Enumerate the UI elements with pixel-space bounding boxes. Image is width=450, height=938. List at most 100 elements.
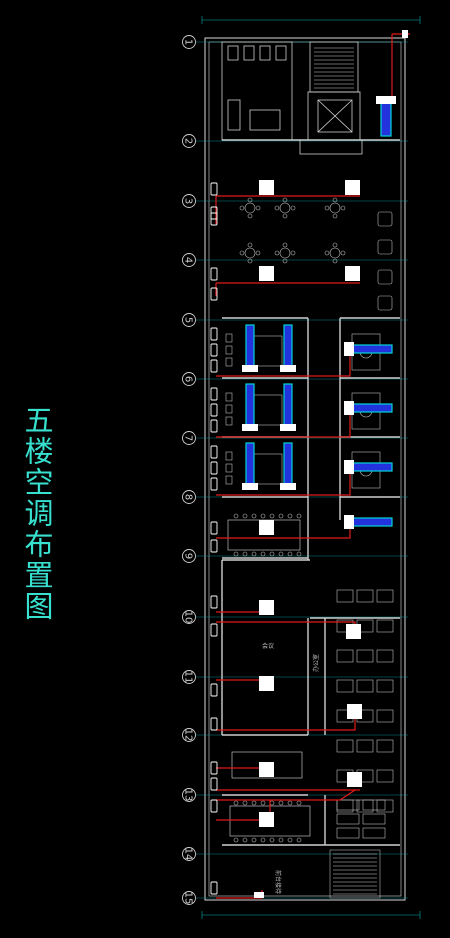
- chair: [282, 242, 288, 248]
- chair: [278, 800, 284, 806]
- workstation: [376, 649, 394, 663]
- axis-label-3: 3: [183, 198, 194, 204]
- chair: [282, 213, 288, 219]
- wall-unit: [210, 521, 218, 535]
- duct-outlet: [280, 365, 296, 372]
- wall-unit: [210, 881, 218, 895]
- duct-unit: [245, 383, 255, 431]
- duct-unit: [283, 383, 293, 431]
- wall-unit: [210, 287, 218, 301]
- chair: [269, 551, 275, 557]
- pipe-segment: [216, 470, 351, 496]
- chair: [287, 551, 293, 557]
- wall-unit: [210, 327, 218, 341]
- round-table: [329, 247, 341, 259]
- indoor-unit: [259, 266, 274, 281]
- chair: [324, 205, 330, 211]
- workstation: [376, 619, 394, 633]
- workstation: [376, 709, 394, 723]
- chair: [332, 197, 338, 203]
- desk-cluster: [251, 453, 283, 485]
- chair: [296, 551, 302, 557]
- chair: [233, 837, 239, 843]
- round-table: [244, 247, 256, 259]
- chair: [242, 513, 248, 519]
- axis-bubble-6: [182, 372, 196, 386]
- indoor-units: [254, 30, 408, 898]
- wall-unit: [210, 595, 218, 609]
- wall-unit: [210, 717, 218, 731]
- cabinet: [225, 357, 233, 367]
- chair: [282, 258, 288, 264]
- axis-label-5: 5: [183, 317, 194, 323]
- wall-unit: [210, 623, 218, 637]
- sofa: [377, 269, 393, 285]
- duct-unit: [351, 344, 393, 354]
- drawing-title: 五楼空调布置图: [20, 405, 54, 622]
- round-table: [279, 247, 291, 259]
- duct-outlet: [280, 424, 296, 431]
- workstation: [362, 813, 386, 825]
- duct-outlet: [344, 460, 354, 474]
- axis-label-13: 13: [183, 789, 194, 802]
- workstation: [336, 739, 354, 753]
- cabinet: [225, 404, 233, 414]
- chair: [260, 837, 266, 843]
- chair: [296, 513, 302, 519]
- workstation: [356, 739, 374, 753]
- workstation: [376, 739, 394, 753]
- duct-units: [242, 96, 396, 529]
- wall-unit: [210, 761, 218, 775]
- chair: [278, 551, 284, 557]
- pipe-segment: [216, 621, 356, 632]
- label-meeting: 会议: [262, 642, 274, 650]
- axis-label-7: 7: [183, 435, 194, 441]
- round-table: [329, 202, 341, 214]
- duct-unit: [351, 517, 393, 527]
- wall-unit: [210, 212, 218, 226]
- duct-outlet: [242, 424, 258, 431]
- wall-unit: [210, 477, 218, 491]
- axis-label-11: 11: [183, 671, 194, 684]
- axis-label-10: 10: [183, 611, 194, 624]
- sofa: [377, 239, 393, 255]
- axis-bubble-8: [182, 490, 196, 504]
- duct-outlet: [344, 515, 354, 529]
- cabinet: [225, 463, 233, 473]
- workstation: [376, 679, 394, 693]
- chair: [260, 513, 266, 519]
- chair: [282, 197, 288, 203]
- chair: [287, 837, 293, 843]
- duct-unit: [351, 403, 393, 413]
- axis-bubble-9: [182, 549, 196, 563]
- chair: [269, 513, 275, 519]
- label-reception: 前台接待: [274, 870, 282, 894]
- cabinet: [225, 451, 233, 461]
- indoor-unit: [402, 30, 408, 38]
- wall-unit: [210, 777, 218, 791]
- chair: [233, 551, 239, 557]
- round-table: [279, 202, 291, 214]
- axis-bubble-12: [182, 728, 196, 742]
- chair: [278, 513, 284, 519]
- chair: [255, 250, 261, 256]
- chair: [332, 213, 338, 219]
- axis-bubble-15: [182, 891, 196, 905]
- workstation: [376, 589, 394, 603]
- axis-label-14: 14: [183, 848, 194, 861]
- chair: [269, 837, 275, 843]
- desk-cluster: [251, 335, 283, 367]
- chair: [247, 258, 253, 264]
- sofa: [377, 295, 393, 311]
- workstation: [356, 589, 374, 603]
- axis-bubble-2: [182, 134, 196, 148]
- wall-unit: [210, 799, 218, 813]
- duct-outlet: [242, 483, 258, 490]
- indoor-unit: [347, 704, 362, 719]
- chair: [239, 250, 245, 256]
- cabinet: [225, 345, 233, 355]
- cabinet: [225, 475, 233, 485]
- duct-outlet: [344, 401, 354, 415]
- workstation: [356, 649, 374, 663]
